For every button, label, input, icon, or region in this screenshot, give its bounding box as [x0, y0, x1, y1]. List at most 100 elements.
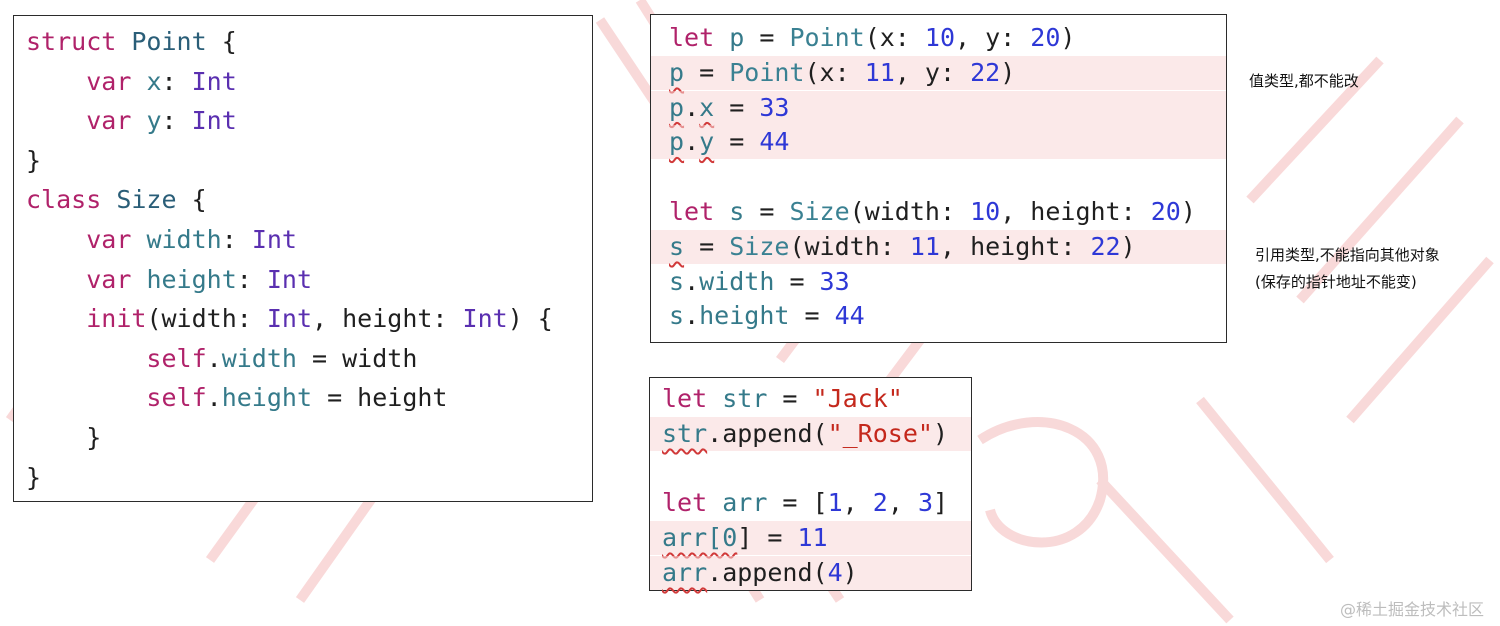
code-token: height: [699, 301, 790, 331]
code-token: s: [729, 197, 745, 226]
code-token: (width:: [789, 231, 910, 261]
code-token: ] =: [737, 523, 798, 553]
code-token: x: [699, 92, 715, 122]
code-token: .append(: [707, 558, 828, 587]
code-token: , height:: [1000, 197, 1151, 226]
code-token: [131, 265, 146, 294]
code-token: =: [714, 127, 760, 157]
code-token: , y:: [955, 23, 1031, 52]
code-line: s.height = 44: [651, 299, 1226, 333]
code-token: self: [146, 343, 207, 373]
code-line: let str = "Jack": [650, 382, 971, 416]
code-token: 1: [827, 488, 843, 518]
code-line: p.x = 33: [651, 90, 1226, 125]
code-line: let arr = [1, 2, 3]: [650, 486, 971, 520]
code-token: , y:: [894, 57, 971, 87]
code-line: class Size {: [14, 183, 592, 217]
code-token: [101, 185, 116, 214]
code-token: =: [684, 57, 730, 87]
code-token: width: [699, 266, 775, 296]
code-token: x: [146, 66, 162, 96]
code-line: var x: Int: [14, 65, 592, 99]
code-token: ): [842, 558, 858, 587]
code-token: let: [662, 488, 708, 518]
code-token: [26, 67, 86, 96]
code-token: height: [221, 383, 313, 413]
code-token: =: [789, 301, 835, 331]
code-line: init(width: Int, height: Int) {: [14, 302, 592, 336]
code-token: Size: [789, 197, 850, 226]
code-token: (x:: [864, 23, 925, 52]
code-line: p = Point(x: 11, y: 22): [651, 55, 1226, 90]
code-token: let: [662, 384, 708, 413]
code-token: class: [26, 185, 102, 215]
code-token: :: [221, 225, 252, 254]
code-line: arr.append(4): [650, 556, 971, 590]
code-token: 20: [1030, 23, 1061, 52]
code-token: [131, 106, 146, 135]
code-token: 20: [1150, 197, 1181, 226]
code-token: =: [744, 23, 790, 52]
code-token: ): [1120, 231, 1136, 261]
code-token: p: [669, 57, 685, 87]
code-line: let p = Point(x: 10, y: 20): [651, 21, 1226, 55]
code-token: Int: [191, 106, 237, 136]
code-token: 11: [909, 231, 940, 261]
code-token: .: [684, 266, 700, 296]
code-token: width: [221, 343, 297, 373]
code-token: :: [161, 66, 192, 96]
code-token: [26, 383, 146, 412]
code-line: str.append("_Rose"): [650, 416, 971, 451]
code-token: 4: [827, 558, 843, 587]
code-token: [714, 197, 729, 226]
code-token: p: [669, 92, 685, 122]
code-token: struct: [26, 27, 117, 56]
code-line: p.y = 44: [651, 125, 1226, 160]
code-token: (width:: [849, 197, 971, 226]
code-line: s.width = 33: [651, 265, 1226, 299]
code-token: .append(: [707, 418, 828, 448]
code-token: Int: [251, 225, 297, 254]
code-line: var height: Int: [14, 263, 592, 297]
code-token: width: [146, 225, 222, 254]
code-token: ,: [842, 488, 873, 518]
code-block-let-constants: let p = Point(x: 10, y: 20)p = Point(x: …: [650, 14, 1227, 343]
code-token: init: [86, 304, 147, 334]
code-token: Point: [789, 23, 865, 52]
code-token: =: [684, 231, 730, 261]
code-token: Point: [131, 27, 207, 56]
code-token: [662, 454, 677, 483]
code-token: = [: [767, 488, 828, 518]
code-token: ]: [933, 488, 949, 518]
code-token: str: [662, 418, 708, 448]
code-block-let-string-array: let str = "Jack"str.append("_Rose") let …: [649, 377, 972, 591]
note-reference-type-detail: (保存的指针地址不能变): [1255, 273, 1417, 291]
code-token: [26, 225, 86, 254]
code-line: [650, 452, 971, 486]
code-token: {: [206, 27, 237, 56]
code-token: ) {: [507, 304, 553, 334]
code-line: struct Point {: [14, 25, 592, 59]
code-token: ): [1180, 197, 1196, 226]
code-token: :: [236, 264, 267, 294]
code-line: var y: Int: [14, 104, 592, 138]
code-token: 10: [924, 23, 956, 52]
code-token: 11: [797, 523, 828, 553]
code-token: 2: [872, 488, 888, 518]
code-token: ): [1060, 23, 1076, 52]
code-token: [26, 106, 86, 135]
code-token: }: [26, 462, 42, 492]
code-token: [26, 265, 86, 294]
code-token: var: [86, 66, 132, 96]
code-line: }: [14, 461, 592, 495]
code-token: Point: [729, 57, 805, 87]
footer-watermark-text: @稀土掘金技术社区: [1339, 600, 1484, 619]
code-token: Size: [116, 185, 177, 215]
code-token: arr: [722, 488, 768, 518]
code-token: , height:: [312, 304, 463, 334]
code-token: .: [684, 301, 700, 331]
code-token: 44: [759, 127, 790, 157]
code-token: = width: [296, 343, 418, 373]
code-token: 10: [970, 197, 1001, 226]
code-line: [651, 160, 1226, 194]
